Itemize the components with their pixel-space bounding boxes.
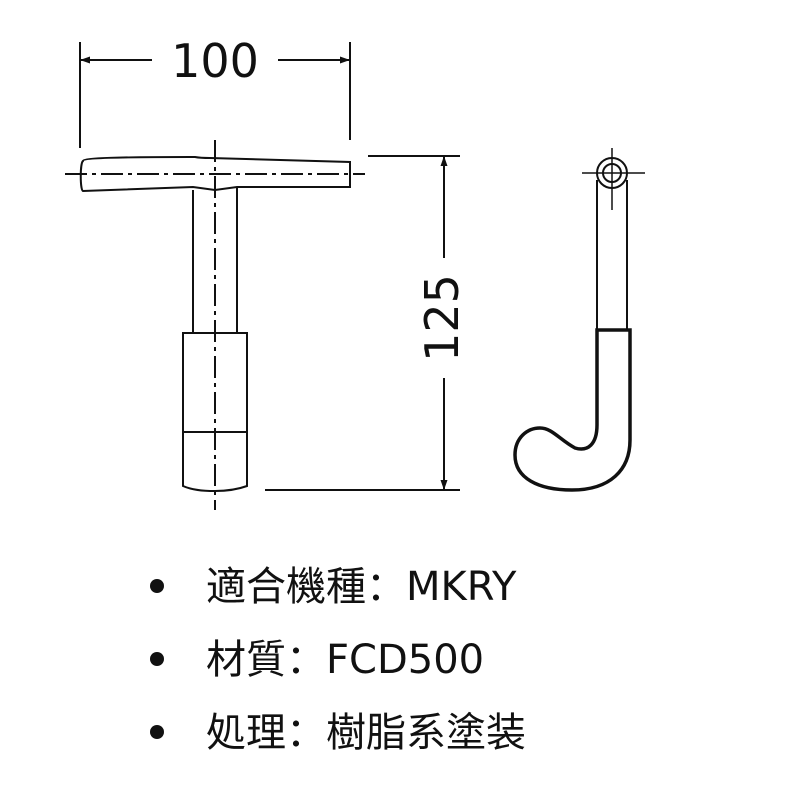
spec-label: 処理 xyxy=(206,710,286,756)
width-dimension-label: 100 xyxy=(171,34,259,88)
spec-item-compatible-model: 適合機種：MKRY xyxy=(150,555,526,628)
spec-value: 樹脂系塗装 xyxy=(326,710,526,756)
spec-label: 適合機種 xyxy=(206,564,366,610)
side-view-j-hook xyxy=(513,328,632,492)
spec-separator: ： xyxy=(286,710,326,756)
key-shaft xyxy=(192,188,238,333)
height-dimension: 125 xyxy=(265,155,469,491)
spec-separator: ： xyxy=(366,564,406,610)
key-handle-bar xyxy=(79,156,351,193)
spec-item-treatment: 処理：樹脂系塗装 xyxy=(150,701,526,774)
bullet-icon xyxy=(150,652,164,666)
spec-separator: ： xyxy=(286,637,326,683)
bullet-icon xyxy=(150,579,164,593)
height-dimension-label: 125 xyxy=(415,274,469,362)
key-front-view xyxy=(65,140,365,510)
spec-label: 材質 xyxy=(206,637,286,683)
key-technical-drawing: 100 125 xyxy=(65,34,645,510)
width-dimension: 100 xyxy=(79,34,351,148)
spec-item-material: 材質：FCD500 xyxy=(150,628,526,701)
spec-value: FCD500 xyxy=(326,637,485,683)
spec-value: MKRY xyxy=(406,564,517,610)
spec-list: 適合機種：MKRY 材質：FCD500 処理：樹脂系塗装 xyxy=(150,555,526,774)
bullet-icon xyxy=(150,725,164,739)
key-side-view xyxy=(513,148,645,492)
